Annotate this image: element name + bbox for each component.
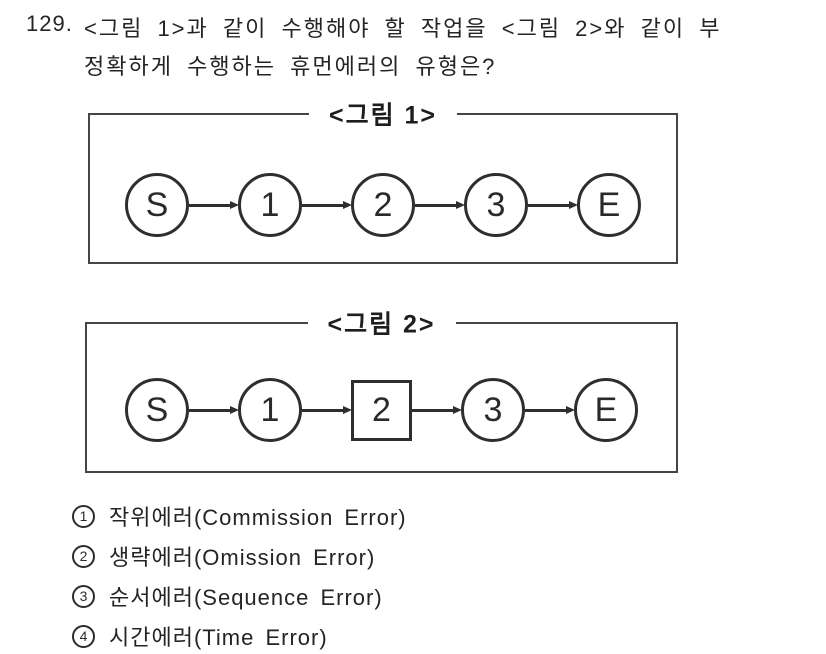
figure-2-node-row: S 1 2 3 E [87,378,676,442]
question-text-line-1: <그림 1>과 같이 수행해야 할 작업을 <그림 2>와 같이 부 [84,16,722,41]
option-row-1: 1 작위에러(Commission Error) [72,504,407,530]
option-row-3: 3 순서에러(Sequence Error) [72,584,407,610]
option-label: 시간에러(Time Error) [109,625,328,650]
figure-2-node-start: S [125,378,189,442]
figure-1-node-step-1: 1 [238,173,302,237]
node-label: 1 [260,186,280,224]
circled-number-2-icon: 2 [72,544,95,568]
arrow-right-icon [525,405,575,415]
figure-1-node-start: S [125,173,189,237]
option-label: 생략에러(Omission Error) [109,545,376,570]
node-label: 2 [372,391,391,429]
question-text-line-2: 정확하게 수행하는 휴먼에러의 유형은? [84,54,497,79]
node-label: S [145,186,169,224]
circled-number-4-icon: 4 [72,624,95,648]
option-label: 작위에러(Commission Error) [109,505,407,530]
figure-1-node-step-3: 3 [464,173,528,237]
figure-2-node-step-2-square: 2 [351,379,412,441]
circled-number-3-icon: 3 [72,584,95,608]
figure-1-box: <그림 1> S 1 2 3 E [88,95,678,264]
arrow-right-icon [302,200,352,210]
arrow-right-icon [302,405,352,415]
arrow-right-icon [412,405,462,415]
question-number: 129. [26,11,73,36]
arrow-right-icon [415,200,465,210]
figure-1-title: <그림 1> [308,95,458,132]
node-label: 1 [260,391,280,429]
figure-2-title: <그림 2> [307,304,456,341]
node-label: E [597,186,621,224]
arrow-right-icon [528,200,578,210]
node-label: 3 [483,391,503,429]
option-label: 순서에러(Sequence Error) [109,585,383,610]
node-label: S [145,391,169,429]
figure-2-node-step-3: 3 [461,378,525,442]
node-label: 3 [486,186,506,224]
option-row-4: 4 시간에러(Time Error) [72,624,407,650]
figure-2-node-step-1: 1 [238,378,302,442]
figure-1-node-end: E [577,173,641,237]
options-list: 1 작위에러(Commission Error) 2 생략에러(Omission… [72,504,407,654]
option-row-2: 2 생략에러(Omission Error) [72,544,407,570]
figure-2-box: <그림 2> S 1 2 3 E [85,304,678,473]
arrow-right-icon [189,200,239,210]
node-label: 2 [373,186,393,224]
circled-number-1-icon: 1 [72,504,95,528]
node-label: E [594,391,618,429]
arrow-right-icon [189,405,239,415]
figure-1-node-row: S 1 2 3 E [90,173,676,237]
figure-1-node-step-2: 2 [351,173,415,237]
figure-2-node-end: E [574,378,638,442]
